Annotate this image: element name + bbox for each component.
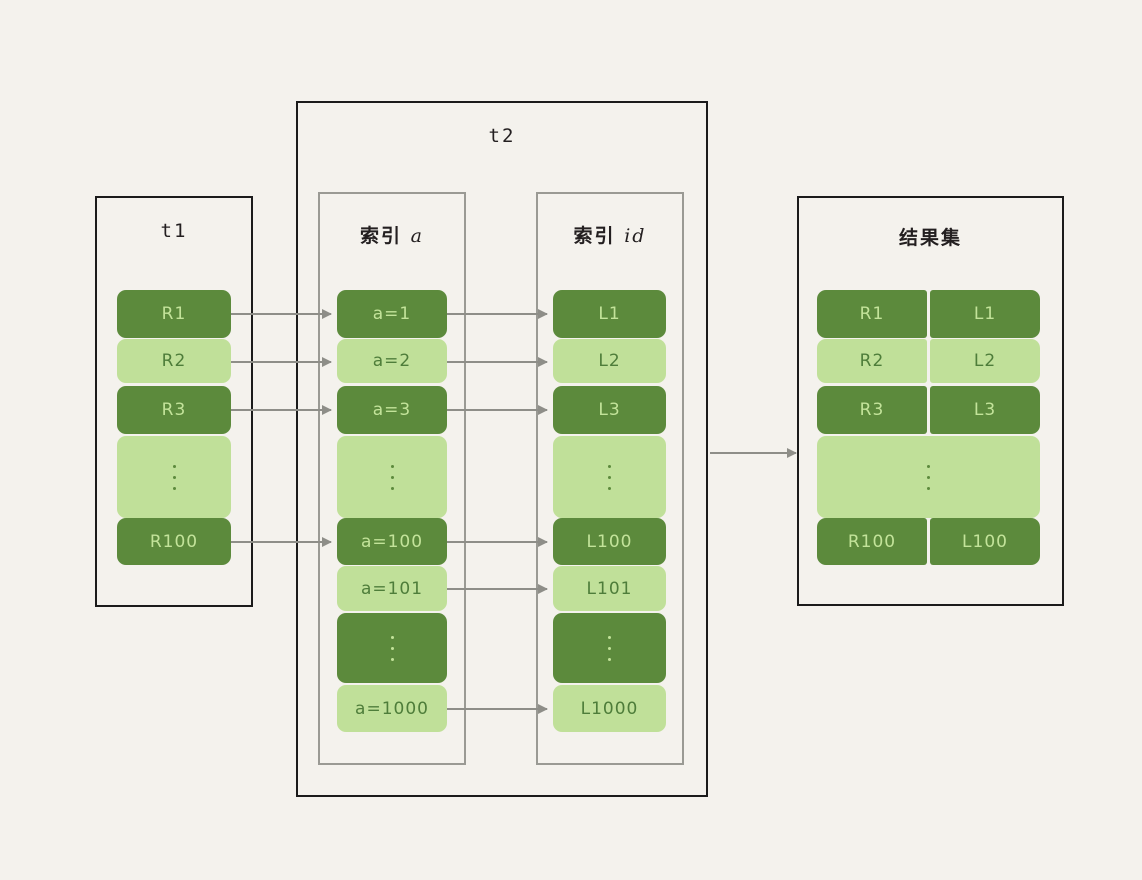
index-a-row-2-label: a=3	[372, 400, 412, 420]
index-a-row-5[interactable]: a=101	[337, 566, 447, 611]
vertical-ellipsis-icon	[927, 461, 930, 494]
frame-t2-title: t2	[488, 125, 516, 147]
index-a-row-4-label: a=100	[360, 531, 424, 552]
vertical-ellipsis-icon	[172, 461, 176, 494]
index-a-row-0-label: a=1	[372, 304, 412, 324]
result-row-3-ellipsis[interactable]	[817, 436, 1040, 518]
t1-row-2[interactable]: R3	[117, 386, 231, 434]
index-a-row-7[interactable]: a=1000	[337, 685, 447, 732]
arrow-t1-r2-to-a2	[231, 357, 332, 367]
result-row-1-right-label: L2	[973, 351, 997, 371]
index-a-row-7-label: a=1000	[355, 698, 429, 719]
arrow-t2-to-result-set	[710, 448, 797, 458]
index-a-row-4[interactable]: a=100	[337, 518, 447, 565]
index-a-row-0[interactable]: a=1	[337, 290, 447, 338]
frame-index-id-title-latin: id	[624, 225, 647, 247]
result-row-2-right[interactable]: L3	[930, 386, 1040, 434]
frame-result-set-title: 结果集	[898, 227, 962, 249]
result-row-1-left-label: R2	[859, 351, 885, 371]
result-row-1-left[interactable]: R2	[817, 339, 927, 383]
index-id-row-5-label: L101	[586, 578, 633, 599]
t1-row-1[interactable]: R2	[117, 339, 231, 383]
index-id-row-6-ellipsis[interactable]	[553, 613, 666, 683]
index-a-row-1-label: a=2	[372, 351, 412, 371]
index-id-row-5[interactable]: L101	[553, 566, 666, 611]
index-id-row-1[interactable]: L2	[553, 339, 666, 383]
arrow-t1-r1-to-a1	[231, 309, 332, 319]
result-row-0-left-label: R1	[859, 304, 885, 324]
vertical-ellipsis-icon	[608, 461, 611, 494]
vertical-ellipsis-icon	[390, 461, 394, 494]
result-row-2-left[interactable]: R3	[817, 386, 927, 434]
frame-index-id-title-cjk: 索引	[573, 225, 616, 247]
result-row-4-right-label: L100	[962, 531, 1008, 552]
frame-index-a-title-latin: a	[410, 225, 424, 247]
arrow-t1-r3-to-a3	[231, 405, 332, 415]
frame-index-a-title-cjk: 索引	[360, 225, 403, 247]
frame-index-id-title: 索引 id	[538, 221, 682, 248]
index-a-row-3-ellipsis[interactable]	[337, 436, 447, 518]
index-id-row-2-label: L3	[598, 400, 621, 420]
result-row-4-right[interactable]: L100	[930, 518, 1040, 565]
result-row-4-left[interactable]: R100	[817, 518, 927, 565]
index-id-row-7[interactable]: L1000	[553, 685, 666, 732]
index-id-row-4[interactable]: L100	[553, 518, 666, 565]
index-a-row-1[interactable]: a=2	[337, 339, 447, 383]
index-id-row-3-ellipsis[interactable]	[553, 436, 666, 518]
arrow-a101-to-l101	[447, 584, 548, 594]
index-id-row-2[interactable]: L3	[553, 386, 666, 434]
index-id-row-0-label: L1	[598, 304, 621, 324]
arrow-a1000-to-l1000	[447, 704, 548, 714]
t1-row-3-ellipsis[interactable]	[117, 436, 231, 518]
vertical-ellipsis-icon	[608, 632, 611, 665]
result-row-1-right[interactable]: L2	[930, 339, 1040, 383]
t1-row-0-label: R1	[161, 304, 187, 324]
arrow-a100-to-l100	[447, 537, 548, 547]
index-a-row-2[interactable]: a=3	[337, 386, 447, 434]
index-a-row-6-ellipsis[interactable]	[337, 613, 447, 683]
index-id-row-7-label: L1000	[580, 698, 639, 719]
arrow-a1-to-l1	[447, 309, 548, 319]
result-row-0-right-label: L1	[973, 304, 997, 324]
frame-t1-title: t1	[160, 220, 188, 242]
t1-row-0[interactable]: R1	[117, 290, 231, 338]
arrow-a2-to-l2	[447, 357, 548, 367]
t1-row-2-label: R3	[161, 400, 187, 420]
frame-index-a-title: 索引 a	[320, 221, 464, 248]
index-id-row-0[interactable]: L1	[553, 290, 666, 338]
arrow-a3-to-l3	[447, 405, 548, 415]
t1-row-1-label: R2	[161, 351, 187, 371]
index-a-row-5-label: a=101	[360, 578, 424, 599]
result-row-0-right[interactable]: L1	[930, 290, 1040, 338]
result-row-0-left[interactable]: R1	[817, 290, 927, 338]
t1-row-4-label: R100	[149, 531, 199, 552]
result-row-2-right-label: L3	[973, 400, 997, 420]
arrow-t1-r100-to-a100	[231, 537, 332, 547]
result-row-4-left-label: R100	[847, 531, 897, 552]
t1-row-4[interactable]: R100	[117, 518, 231, 565]
result-row-2-left-label: R3	[859, 400, 885, 420]
index-id-row-4-label: L100	[586, 531, 633, 552]
index-id-row-1-label: L2	[598, 351, 621, 371]
vertical-ellipsis-icon	[390, 632, 394, 665]
